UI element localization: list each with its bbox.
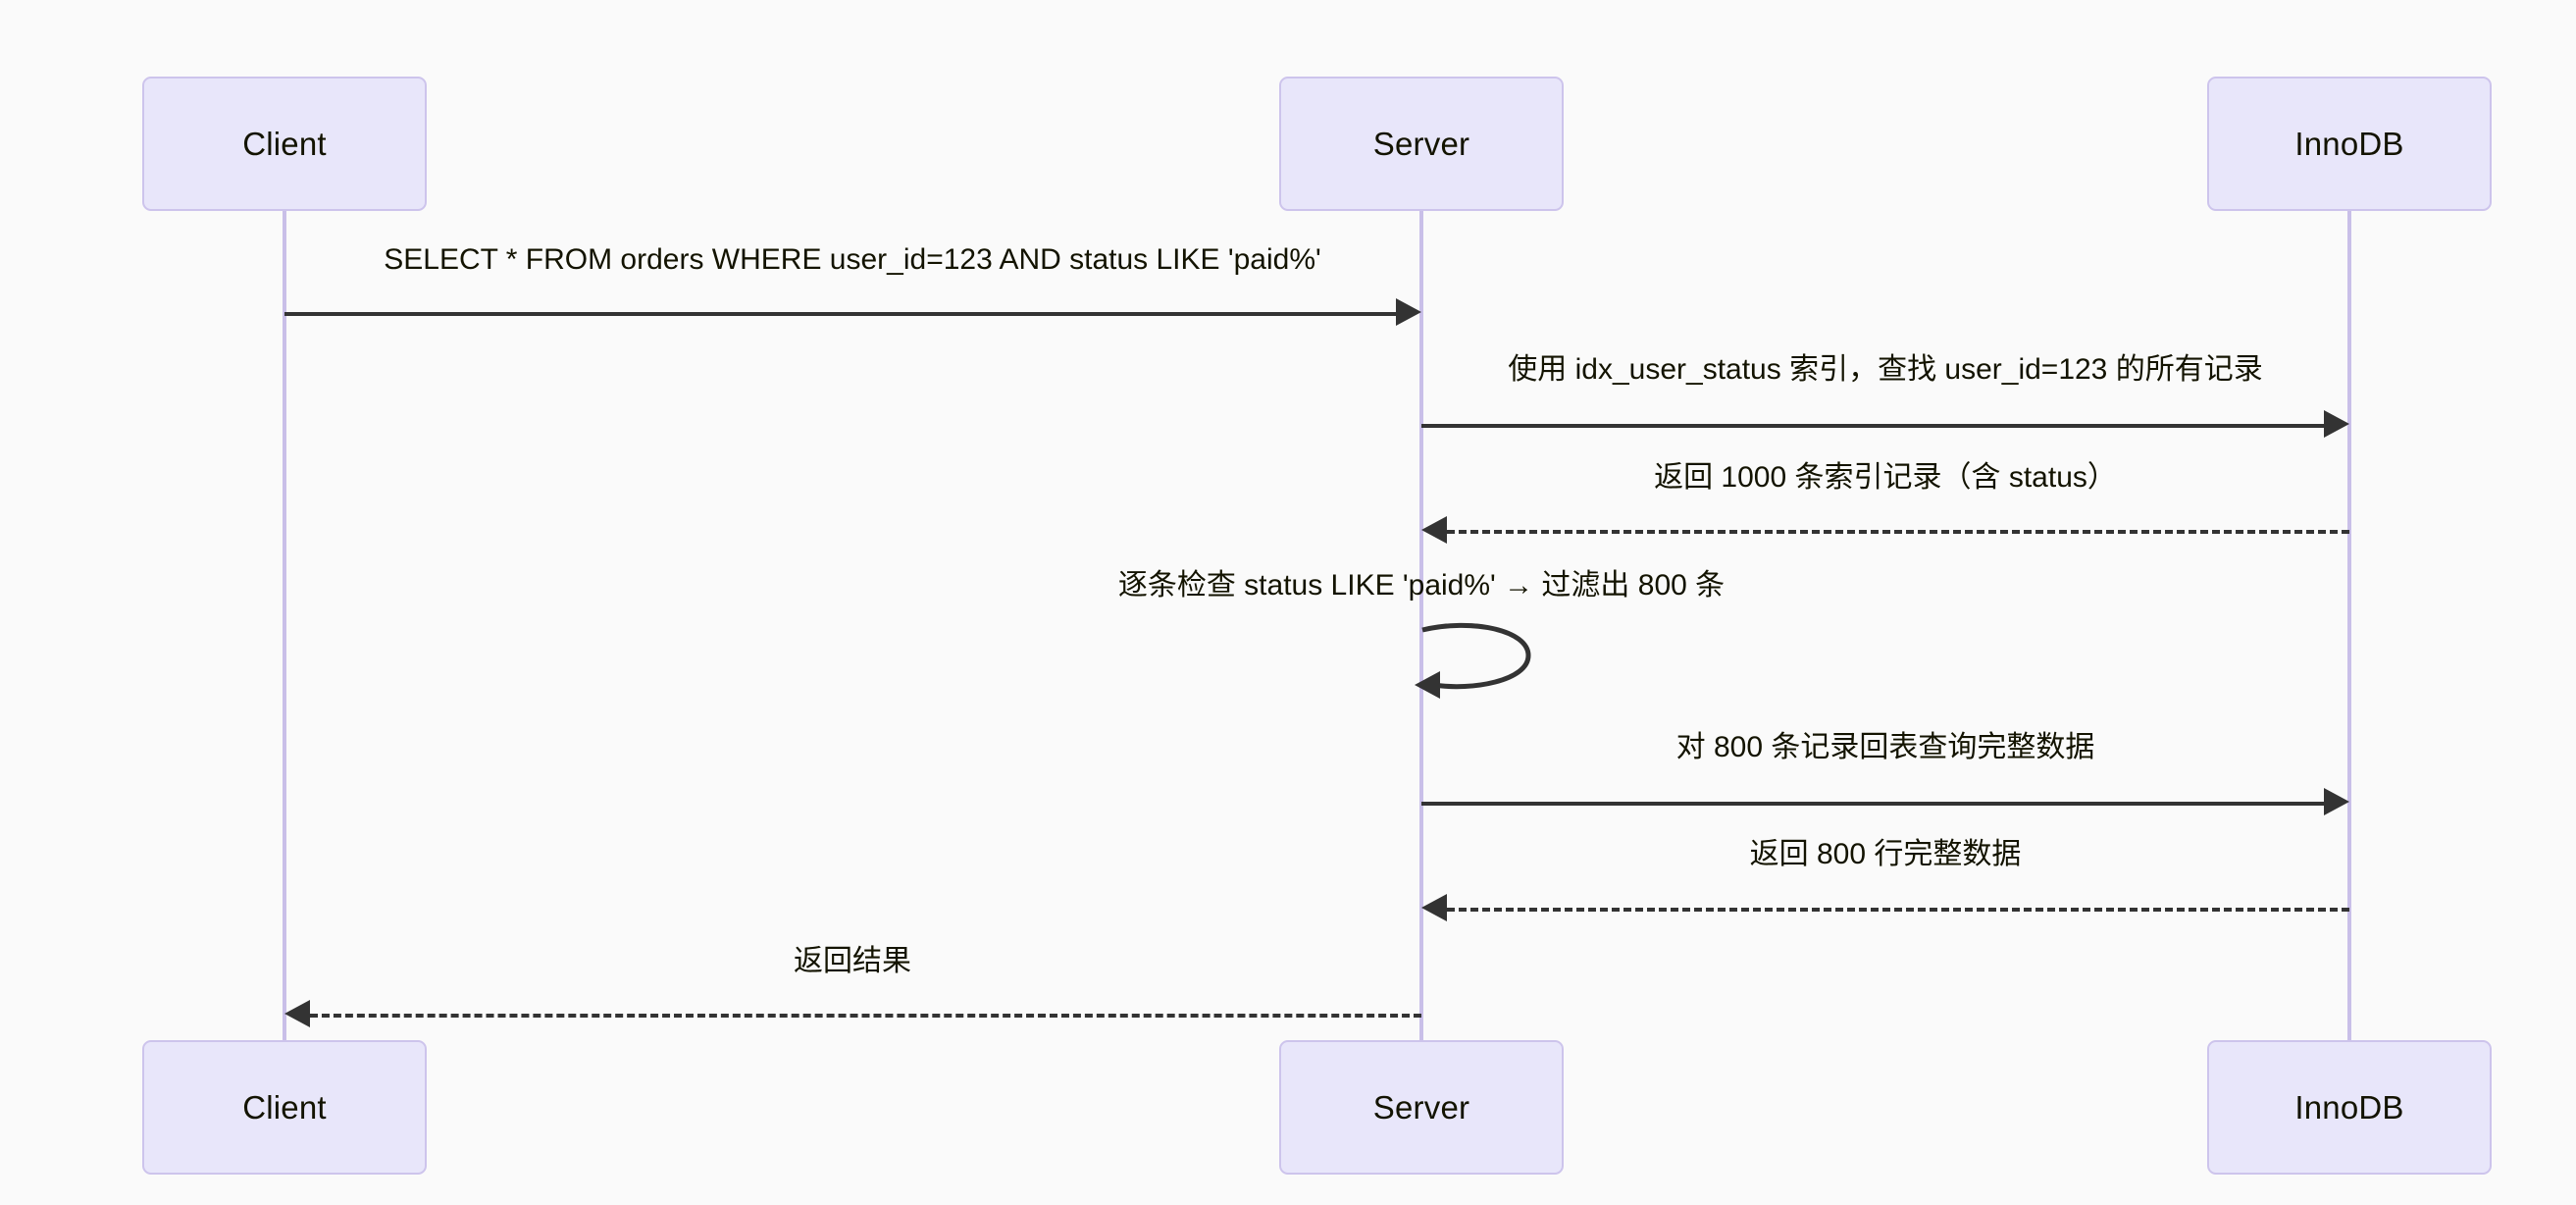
message-line [284, 312, 1396, 316]
participant-label: InnoDB [2294, 125, 2404, 162]
participant-innodb-bottom[interactable]: InnoDB [2207, 1040, 2492, 1175]
message-line [310, 1014, 1421, 1018]
message-line [1447, 908, 2349, 912]
message-label-1: SELECT * FROM orders WHERE user_id=123 A… [384, 243, 1321, 276]
lifeline-innodb [2347, 211, 2351, 1040]
arrowhead-left-icon [284, 1000, 310, 1027]
participant-innodb-top[interactable]: InnoDB [2207, 77, 2492, 211]
participant-client-bottom[interactable]: Client [142, 1040, 427, 1175]
participant-label: Client [242, 125, 327, 162]
message-line [1447, 530, 2349, 534]
lifeline-server [1419, 211, 1423, 1040]
message-label-3: 返回 1000 条索引记录（含 status） [1654, 461, 2117, 494]
message-label-6: 返回 800 行完整数据 [1749, 838, 2022, 870]
message-line [1421, 802, 2324, 806]
message-selfloop-4 [1413, 608, 1540, 707]
participant-client-top[interactable]: Client [142, 77, 427, 211]
lifeline-client [283, 211, 286, 1040]
arrowhead-left-icon [1421, 516, 1447, 544]
arrowhead-left-icon [1421, 894, 1447, 921]
message-line [1421, 424, 2324, 428]
arrowhead-right-icon [2324, 410, 2349, 438]
participant-label: InnoDB [2294, 1088, 2404, 1126]
message-label-2: 使用 idx_user_status 索引，查找 user_id=123 的所有… [1508, 353, 2263, 386]
message-label-7: 返回结果 [794, 945, 911, 977]
selfloop-arrow-icon [1415, 622, 1531, 699]
participant-server-top[interactable]: Server [1279, 77, 1564, 211]
arrowhead-right-icon [1396, 298, 1421, 326]
message-label-4: 逐条检查 status LIKE 'paid%' → 过滤出 800 条 [1117, 569, 1726, 602]
participant-label: Client [242, 1088, 327, 1126]
participant-label: Server [1372, 125, 1470, 162]
participant-label: Server [1372, 1088, 1470, 1126]
arrowhead-right-icon [2324, 788, 2349, 815]
message-label-5: 对 800 条记录回表查询完整数据 [1675, 731, 2095, 763]
participant-server-bottom[interactable]: Server [1279, 1040, 1564, 1175]
